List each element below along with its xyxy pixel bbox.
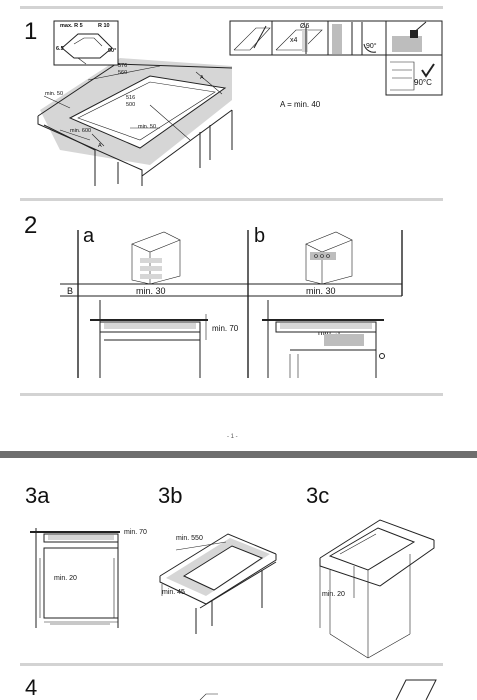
step-3c-label: 3c (306, 483, 330, 508)
min-30-a-label: min. 30 (136, 286, 166, 296)
min-70-label: min. 70 (212, 324, 239, 333)
min-50-left-label: min. 50 (45, 91, 64, 97)
step-4-illustration-partial (199, 679, 437, 700)
detail-65-label: 6.5 (56, 46, 64, 52)
step-1-divider (20, 198, 443, 201)
a-front-label: A (98, 143, 102, 149)
a-minimum-note: A = min. 40 (280, 100, 321, 109)
top-divider (20, 6, 443, 9)
instruction-page-1: 1 max. R 5 R 10 6.5 90° 576 (0, 0, 477, 451)
width-560-label: 560 (118, 70, 128, 76)
a-top-label: A (200, 75, 204, 81)
step-3b-label: 3b (158, 483, 183, 508)
drill-diameter-label: Ø6 (300, 23, 310, 30)
step-1-number: 1 (24, 18, 38, 45)
step-3c-min-20-label: min. 20 (322, 591, 345, 598)
drill-count-label: x4 (290, 37, 298, 44)
instruction-page-2: 3a 3b 3c mi (0, 458, 477, 700)
page-number: - 1 - (227, 434, 238, 440)
seal-temperature-label: 90°C (414, 78, 432, 87)
variant-a-label: a (83, 225, 95, 247)
step-3-illustrations (30, 519, 435, 659)
step-2-number: 2 (24, 212, 38, 239)
min-50-front-label: min. 50 (138, 124, 157, 130)
detail-r10-label: R 10 (98, 23, 110, 29)
step-3a-min-70-label: min. 70 (124, 529, 147, 536)
depth-516-label: 516 (126, 95, 136, 101)
step-3b-min-550-label: min. 550 (176, 535, 203, 542)
step-2-divider (20, 393, 443, 396)
step-3a-min-20-label: min. 20 (54, 575, 77, 582)
countertop-cutout-illustration (37, 20, 233, 186)
width-576-label: 576 (118, 63, 128, 69)
variant-b-label: b (254, 225, 266, 247)
row-b-label: B (67, 286, 74, 296)
detail-max-radius-label: max. R 5 (60, 23, 83, 29)
min-30-b-label: min. 30 (306, 286, 336, 296)
step-4-label: 4 (25, 675, 38, 700)
detail-angle-label: 90° (108, 48, 117, 54)
tool-steps-strip (229, 20, 443, 96)
min-600-label: min. 600 (70, 128, 92, 134)
depth-500-label: 500 (126, 102, 136, 108)
step-3a-label: 3a (25, 483, 50, 508)
saw-angle-label: 90° (366, 43, 377, 50)
step-3b-min-45-label: min. 45 (162, 589, 185, 596)
installation-variants-table (60, 230, 403, 378)
step-3-divider (20, 663, 443, 666)
